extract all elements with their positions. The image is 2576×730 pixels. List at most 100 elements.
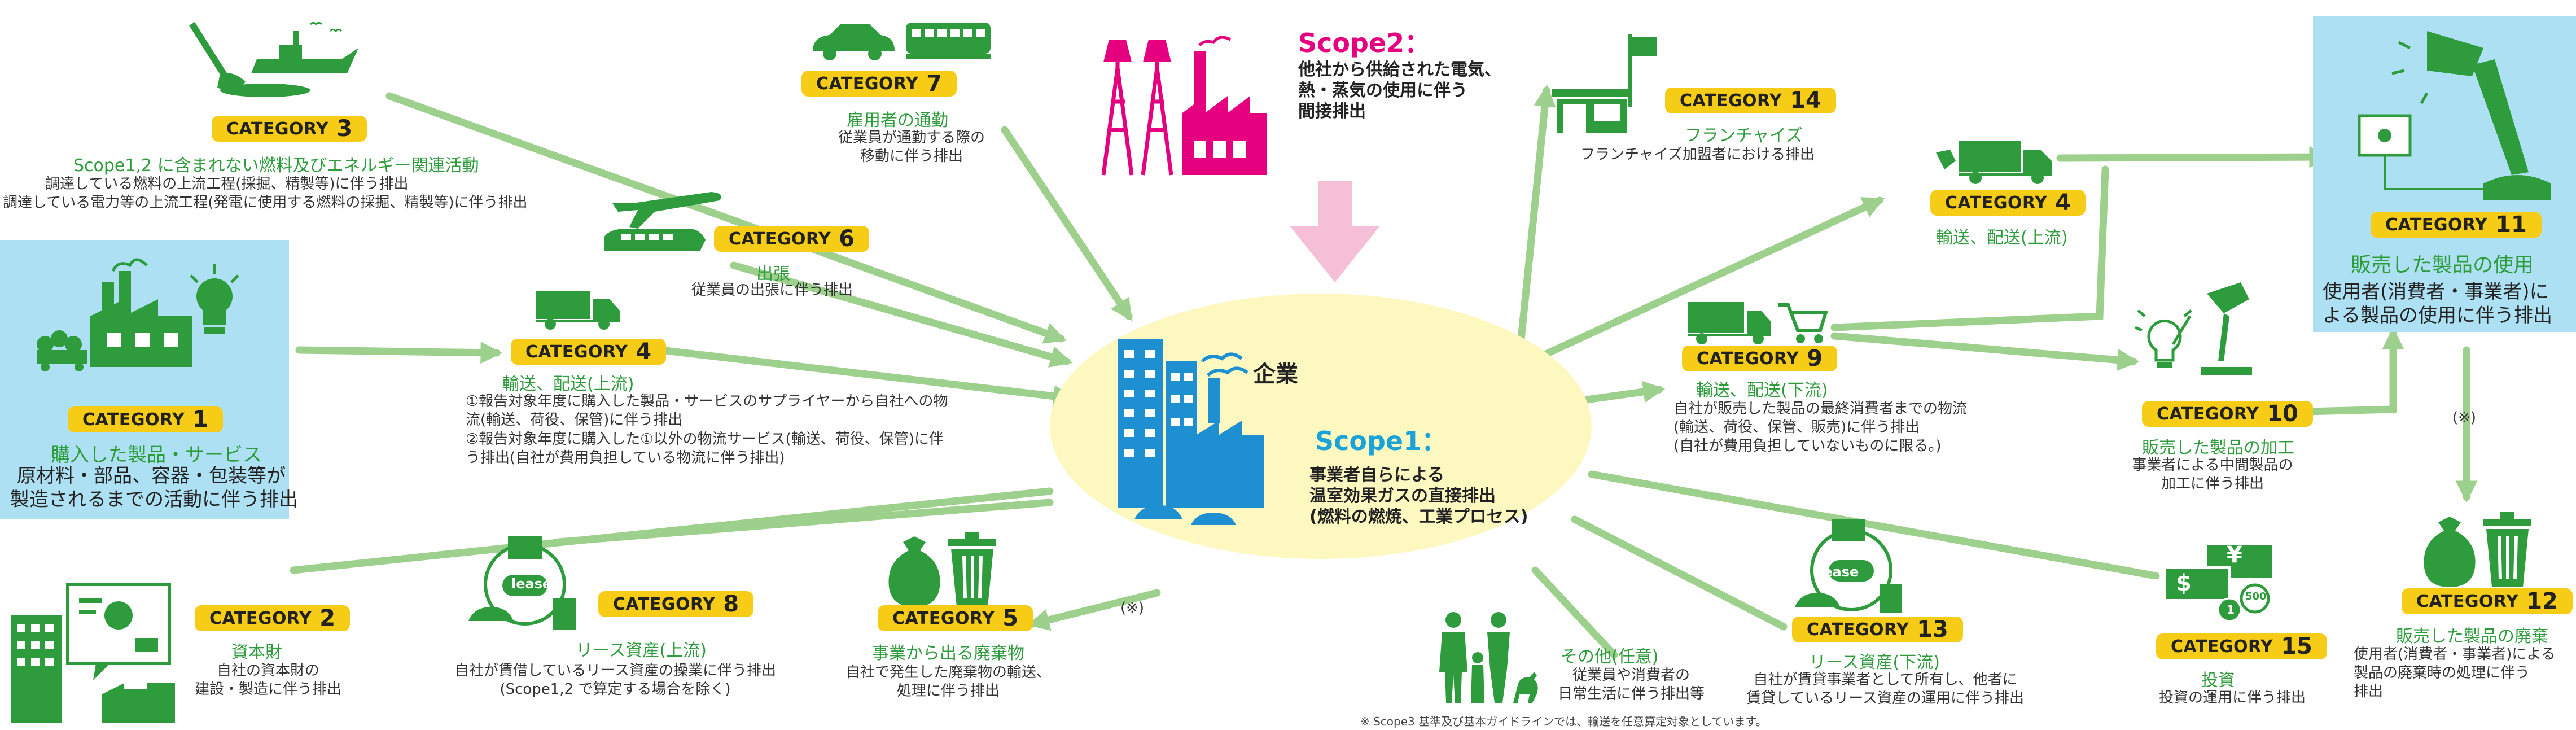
lease-downstream-label: lease <box>1819 564 1859 580</box>
truck-tag-icon <box>1936 141 2052 184</box>
flag-icon <box>1628 34 1657 107</box>
arrow-cat14 <box>1514 84 1556 371</box>
category-14-desc: フランチャイズ加盟者における排出 <box>1580 146 1815 163</box>
category-4-up-title: 輸送、配送(上流) <box>502 374 634 394</box>
category-1-box <box>0 240 289 519</box>
category-2-desc-2: 建設・製造に伴う排出 <box>194 681 341 698</box>
category-9-desc-3: (自社が費用負担していないものに限る。) <box>1673 438 1942 454</box>
asterisk-cat12: (※) <box>2452 409 2477 426</box>
family-icon <box>1439 612 1538 703</box>
category-10-desc-1: 事業者による中間製品の <box>2132 457 2293 474</box>
category-4-up-desc-2: ②報告対象年度に購入した①以外の物流サービス(輸送、荷役、保管)に伴う排出(自社… <box>466 431 944 466</box>
category-9-desc-2: (輸送、荷役、保管、販売)に伴う排出 <box>1673 419 1920 436</box>
category-1-desc-2: 製造されるまでの活動に伴う排出 <box>10 488 298 511</box>
arrow-other <box>1531 566 1618 659</box>
category-9-desc-1: 自社が販売した製品の最終消費者までの物流 <box>1673 400 1968 417</box>
arrow-cat3 <box>385 92 1067 344</box>
category-10-title: 販売した製品の加工 <box>2142 438 2294 458</box>
category-12-desc-1: 使用者(消費者・事業者)による <box>2354 646 2556 663</box>
lease-upstream-label: lease <box>511 576 552 592</box>
category-8-title: リース資産(上流) <box>576 641 707 661</box>
category-7-title: 雇用者の通勤 <box>847 111 948 130</box>
category-3-desc-2: 調達している電力等の上流工程(発電に使用する燃料の採掘、精製等)に伴う排出 <box>3 194 528 211</box>
scope1-line-1: 事業者自らによる <box>1309 465 1445 485</box>
category-4-down-title: 輸送、配送(上流) <box>1936 228 2068 248</box>
scope2-line-1: 他社から供給された電気、 <box>1298 60 1501 80</box>
category-14-title: フランチャイズ <box>1685 126 1803 146</box>
scope1-line-3: (燃料の燃焼、工業プロセス) <box>1309 507 1528 527</box>
category-3-desc-1: 調達している燃料の上流工程(採掘、精製等)に伴う排出 <box>45 176 409 193</box>
arrow-cat4-down <box>1520 196 1885 368</box>
arrow-cat4-to-cat11 <box>2056 146 2332 168</box>
coin-1: 1 <box>2227 603 2235 617</box>
scope1-heading: Scope1： <box>1315 426 1448 456</box>
category-6-title: 出張 <box>756 264 790 284</box>
company-name: 企業 <box>1253 361 1298 387</box>
waste-bag-bin-icon-2 <box>2424 512 2531 587</box>
arrow-cat10-to-cat11 <box>2282 327 2404 416</box>
yen-sign: ¥ <box>2227 542 2242 568</box>
category-1-title: 購入した製品・サービス <box>51 444 262 466</box>
category-6-desc: 従業員の出張に伴う排出 <box>691 282 853 299</box>
category-13-title: リース資産(下流) <box>1809 653 1940 672</box>
other-title: その他(任意) <box>1561 647 1659 667</box>
category-12-title: 販売した製品の廃棄 <box>2396 627 2548 646</box>
category-8-desc-1: 自社が賃借しているリース資産の操業に伴う排出 <box>454 662 776 679</box>
category-12-desc-3: 排出 <box>2354 683 2384 700</box>
power-plant-icon <box>1101 36 1267 176</box>
store-icon <box>1552 89 1631 133</box>
category-11-desc-2: よる製品の使用に伴う排出 <box>2323 304 2552 327</box>
shovel-ship-icon <box>189 22 358 97</box>
bulb-lamp-icon <box>2135 282 2252 375</box>
scope2-line-3: 間接排出 <box>1298 102 1366 121</box>
capital-goods-icon <box>11 583 175 723</box>
asterisk-cat5: (※) <box>1120 600 1145 617</box>
category-9-title: 輸送、配送(下流) <box>1696 381 1828 400</box>
category-15-title: 投資 <box>2201 671 2235 690</box>
truck-icon <box>536 291 620 330</box>
other-desc-2: 日常生活に伴う排出等 <box>1557 685 1705 702</box>
arrow-cat6 <box>730 261 1072 368</box>
category-13-desc-1: 自社が賃貸事業者として所有し、他者に <box>1753 671 2017 688</box>
category-15-desc: 投資の運用に伴う排出 <box>2159 689 2306 706</box>
category-2-title: 資本財 <box>231 642 282 662</box>
category-10-desc-2: 加工に伴う排出 <box>2161 475 2264 492</box>
category-11-desc-1: 使用者(消費者・事業者)に <box>2323 281 2549 303</box>
category-5-desc-1: 自社で発生した廃棄物の輸送、 <box>845 664 1051 681</box>
car-train-icon <box>813 23 991 60</box>
category-12-desc-2: 製品の廃棄時の処理に伴う <box>2354 665 2530 681</box>
category-1-desc-1: 原材料・部品、容器・包装等が <box>17 465 286 487</box>
lease-downstream-icon <box>1795 519 1902 613</box>
arrow-cat7 <box>1001 126 1133 321</box>
category-4-up-desc-1: ①報告対象年度に購入した製品・サービスのサプライヤーから自社への物流(輸送、荷役… <box>466 393 948 429</box>
scope2-line-2: 熱・蒸気の使用に伴う <box>1298 81 1467 100</box>
arrow-cat13 <box>1571 515 1788 631</box>
category-7-desc-1: 従業員が通勤する際の <box>838 129 985 146</box>
lease-upstream-icon <box>468 536 576 630</box>
scope2-down-arrow <box>1290 181 1380 282</box>
scope1-line-2: 温室効果ガスの直接排出 <box>1309 486 1496 506</box>
footnote: ※ Scope3 基準及び基本ガイドラインでは、輸送を任意算定対象としています。 <box>1360 715 1767 728</box>
factory-supplies-icon <box>37 258 239 371</box>
category-7-desc-2: 移動に伴う排出 <box>860 148 963 165</box>
category-11-title: 販売した製品の使用 <box>2351 253 2534 277</box>
company-building-icon <box>1118 339 1264 525</box>
coin-500: 500 <box>2245 591 2267 602</box>
desk-lamp-icon <box>2358 31 2551 200</box>
arrow-cat9-to-cat10 <box>1830 332 2140 371</box>
category-3-title: Scope1,2 に含まれない燃料及びエネルギー関連活動 <box>73 156 479 176</box>
category-8-desc-2: (Scope1,2 で算定する場合を除く) <box>500 681 731 698</box>
